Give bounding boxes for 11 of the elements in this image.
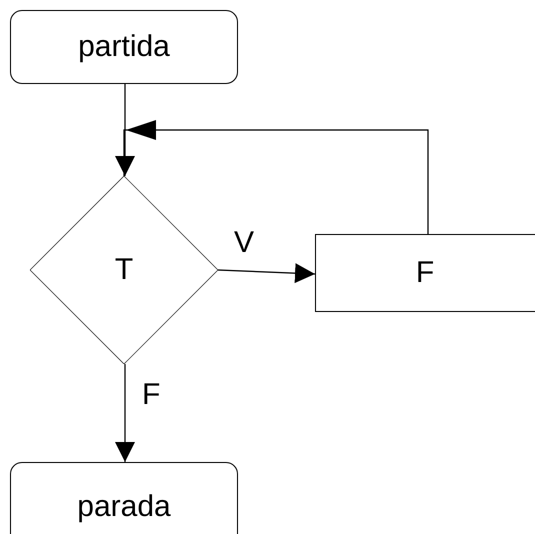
terminal-box bbox=[10, 462, 238, 534]
node-label: T bbox=[114, 255, 134, 285]
arrow bbox=[115, 364, 135, 462]
node-label: parada bbox=[77, 492, 171, 522]
node-label: F bbox=[416, 258, 434, 288]
decision-diamond bbox=[30, 176, 218, 364]
process-box bbox=[315, 234, 535, 312]
terminal-box bbox=[10, 10, 238, 84]
arrow bbox=[115, 84, 135, 176]
node-label: partida bbox=[78, 32, 170, 62]
arrow bbox=[218, 263, 316, 284]
